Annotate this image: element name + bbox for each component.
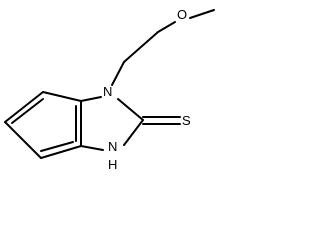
bond-c5-c6: [4, 121, 42, 159]
bond-o-ch2: [157, 21, 176, 33]
bond-n1-c3a: [80, 96, 102, 102]
atom-hydrogen: H: [108, 157, 117, 172]
atom-sulfur: S: [182, 113, 191, 128]
bond-c6-c7: [40, 145, 82, 159]
atom-nitrogen-3: N: [108, 139, 117, 154]
bond-n1-c2: [117, 98, 144, 121]
bond-c2-nh: [123, 119, 144, 146]
bond-ch2-ch2: [123, 31, 159, 63]
molecule-diagram: O N S N H: [4, 7, 215, 172]
bond-c3a-c4: [42, 91, 82, 102]
atom-oxygen: O: [177, 7, 187, 22]
bond-inner-3: [40, 141, 74, 152]
bond-c4-c5: [4, 91, 44, 123]
atom-nitrogen-1: N: [103, 84, 112, 99]
bond-nh-c7a: [80, 145, 104, 151]
bond-inner-2: [11, 98, 44, 124]
bond-ch2-n1: [111, 61, 125, 86]
bond-methyl-o: [189, 9, 215, 19]
